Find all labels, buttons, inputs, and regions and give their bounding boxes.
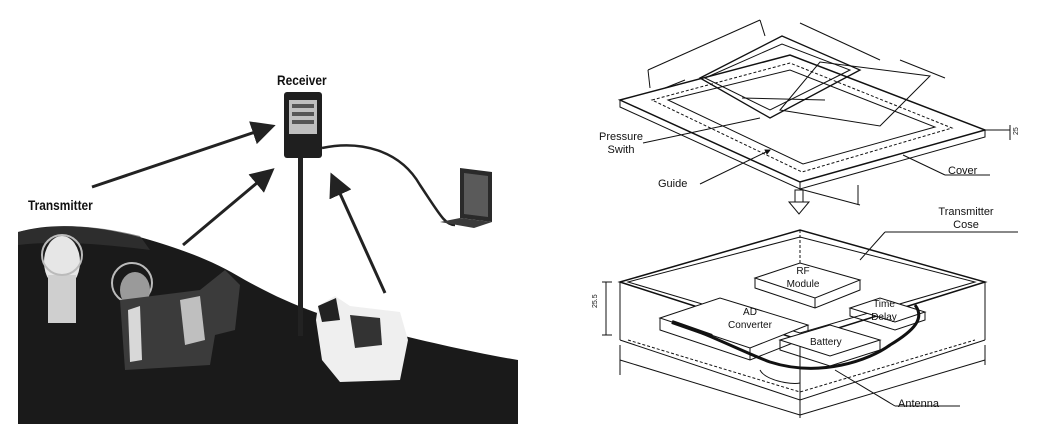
pressure-switch-outline — [698, 35, 862, 119]
arrow-right-cow-to-receiver — [329, 172, 387, 294]
cow-center — [111, 262, 240, 370]
arrow-transmitter-to-receiver — [91, 121, 276, 189]
transmitter-label: Transmitter — [28, 197, 93, 213]
pressure-switch-flap — [779, 61, 932, 127]
ad-converter-label-line1: AD — [743, 307, 757, 318]
transmitter-case-label-line2: Cose — [953, 219, 979, 231]
leader-lines — [642, 117, 1018, 407]
svg-text:25.5: 25.5 — [592, 294, 599, 308]
svg-text:25: 25 — [1013, 127, 1020, 135]
assembly-arrow — [787, 189, 811, 215]
hill-highlight — [18, 226, 150, 250]
cover-plate — [617, 54, 988, 183]
pressure-switch-label-line2: Swith — [607, 144, 635, 156]
transmitter-case-label-line1: Transmitter — [938, 206, 994, 218]
dimension-bottom-left — [619, 359, 801, 416]
ad-converter-label: AD Converter — [715, 306, 785, 332]
rf-module-label-line1: RF — [796, 266, 810, 277]
guide-label: Guide — [658, 178, 688, 190]
hillside — [18, 226, 518, 424]
arrow-cow-to-receiver — [182, 168, 275, 247]
antenna-label: Antenna — [898, 398, 939, 410]
battery-label: Battery — [810, 337, 842, 348]
receiver-cable — [321, 144, 456, 227]
cow-right — [316, 296, 408, 382]
cover-label: Cover — [948, 165, 978, 177]
laptop-icon — [440, 168, 492, 228]
time-delay-label-line2: Delay — [871, 312, 897, 323]
pressure-switch-label: Pressure Swith — [586, 131, 656, 157]
case-drawing: 25.5 — [592, 229, 988, 418]
antenna-wire — [671, 304, 921, 370]
rf-module-label-line2: Module — [786, 279, 820, 290]
receiver-label: Receiver — [277, 72, 327, 88]
pasture-scene — [18, 92, 518, 424]
time-delay-label: Time Delay — [862, 298, 906, 324]
pressure-switch-label-line1: Pressure — [598, 131, 644, 143]
cover-drawing: 25 — [617, 19, 1020, 206]
cow-left — [41, 234, 83, 323]
dimension-top — [647, 19, 761, 71]
transmitter-case-label: Transmitter Cose — [926, 206, 1006, 232]
ad-converter-label-line2: Converter — [728, 320, 772, 331]
rf-module-label: RF Module — [778, 265, 828, 291]
dimension-bottom-right — [799, 359, 986, 416]
time-delay-label-line1: Time — [873, 299, 895, 310]
receiver-pole — [298, 158, 303, 336]
